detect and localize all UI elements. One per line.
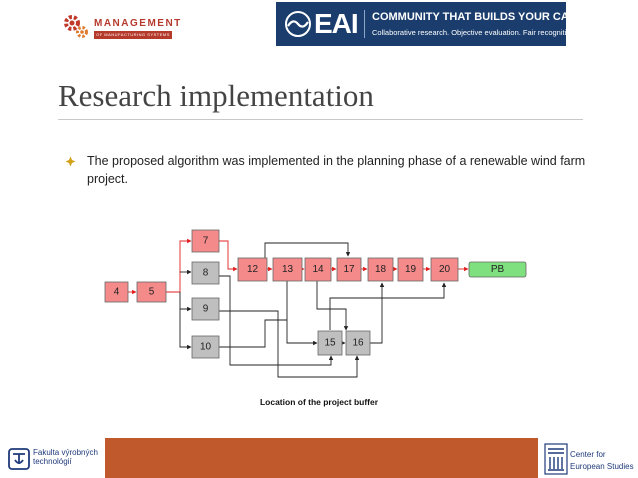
svg-text:18: 18 bbox=[375, 264, 387, 275]
slide-title: Research implementation bbox=[58, 78, 374, 113]
node-pb: PB bbox=[468, 261, 527, 278]
node-17: 17 bbox=[336, 257, 362, 282]
bullet-text: The proposed algorithm was implemented i… bbox=[87, 154, 586, 186]
ces-name: Center for European Studies bbox=[570, 450, 634, 471]
title-divider bbox=[58, 119, 583, 120]
university-crest-icon bbox=[544, 443, 568, 475]
svg-text:5: 5 bbox=[149, 287, 155, 298]
node-13: 13 bbox=[272, 257, 303, 282]
footer-bar bbox=[105, 438, 538, 478]
svg-text:PB: PB bbox=[491, 264, 505, 275]
node-14: 14 bbox=[304, 257, 332, 282]
node-4: 4 bbox=[104, 281, 129, 303]
node-7: 7 bbox=[191, 229, 220, 253]
eai-logo-text: EAI bbox=[314, 8, 359, 39]
svg-text:20: 20 bbox=[439, 264, 451, 275]
node-15: 15 bbox=[317, 330, 343, 356]
svg-text:9: 9 bbox=[203, 304, 209, 315]
eai-wave-icon bbox=[285, 11, 311, 37]
svg-text:4: 4 bbox=[114, 287, 120, 298]
edge-5-7 bbox=[166, 238, 192, 293]
diamond-bullet-icon bbox=[65, 156, 76, 167]
node-16: 16 bbox=[345, 330, 371, 356]
svg-text:16: 16 bbox=[352, 338, 364, 349]
gears-icon bbox=[64, 15, 88, 38]
svg-text:17: 17 bbox=[343, 264, 355, 275]
management-logo: MANAGEMENT OF MANUFACTURING SYSTEMS bbox=[62, 13, 180, 41]
edge-8-16 bbox=[219, 275, 334, 366]
node-20: 20 bbox=[430, 257, 459, 282]
edge-12-17 bbox=[264, 242, 351, 258]
node-19: 19 bbox=[397, 257, 424, 282]
svg-text:10: 10 bbox=[200, 342, 212, 353]
eai-tagline: COMMUNITY THAT BUILDS YOUR CAREER bbox=[372, 11, 600, 23]
diagram-caption: Location of the project buffer bbox=[259, 397, 379, 407]
edge-16-18 bbox=[370, 282, 385, 344]
edge-10-13 bbox=[219, 319, 287, 348]
edge-5-9 bbox=[179, 292, 192, 312]
svg-text:8: 8 bbox=[203, 268, 209, 279]
eai-subtagline: Collaborative research. Objective evalua… bbox=[372, 28, 577, 37]
edge-5-10 bbox=[179, 309, 192, 350]
edge-7-12 bbox=[219, 240, 238, 272]
edges bbox=[128, 238, 469, 378]
node-12: 12 bbox=[237, 257, 268, 282]
edge-14-16 bbox=[316, 281, 349, 331]
svg-text:15: 15 bbox=[324, 338, 336, 349]
edge-9-15 bbox=[219, 310, 360, 378]
node-10: 10 bbox=[191, 335, 220, 359]
edge-13-15 bbox=[286, 281, 318, 346]
node-5: 5 bbox=[136, 281, 167, 303]
svg-text:7: 7 bbox=[203, 236, 209, 247]
svg-text:12: 12 bbox=[247, 264, 259, 275]
management-logo-subtitle: OF MANUFACTURING SYSTEMS bbox=[94, 31, 172, 39]
node-18: 18 bbox=[367, 257, 394, 282]
eai-divider bbox=[364, 10, 365, 38]
svg-text:19: 19 bbox=[405, 264, 417, 275]
fvt-logo-icon bbox=[8, 448, 30, 470]
svg-text:14: 14 bbox=[312, 264, 324, 275]
management-logo-title: MANAGEMENT bbox=[94, 18, 182, 29]
svg-text:13: 13 bbox=[282, 264, 294, 275]
node-9: 9 bbox=[191, 297, 220, 321]
fvt-name: Fakulta výrobných technológií bbox=[33, 448, 98, 466]
node-8: 8 bbox=[191, 261, 220, 285]
edge-15-20 bbox=[329, 282, 447, 330]
eai-banner[interactable]: EAI COMMUNITY THAT BUILDS YOUR CAREER Co… bbox=[276, 2, 599, 46]
